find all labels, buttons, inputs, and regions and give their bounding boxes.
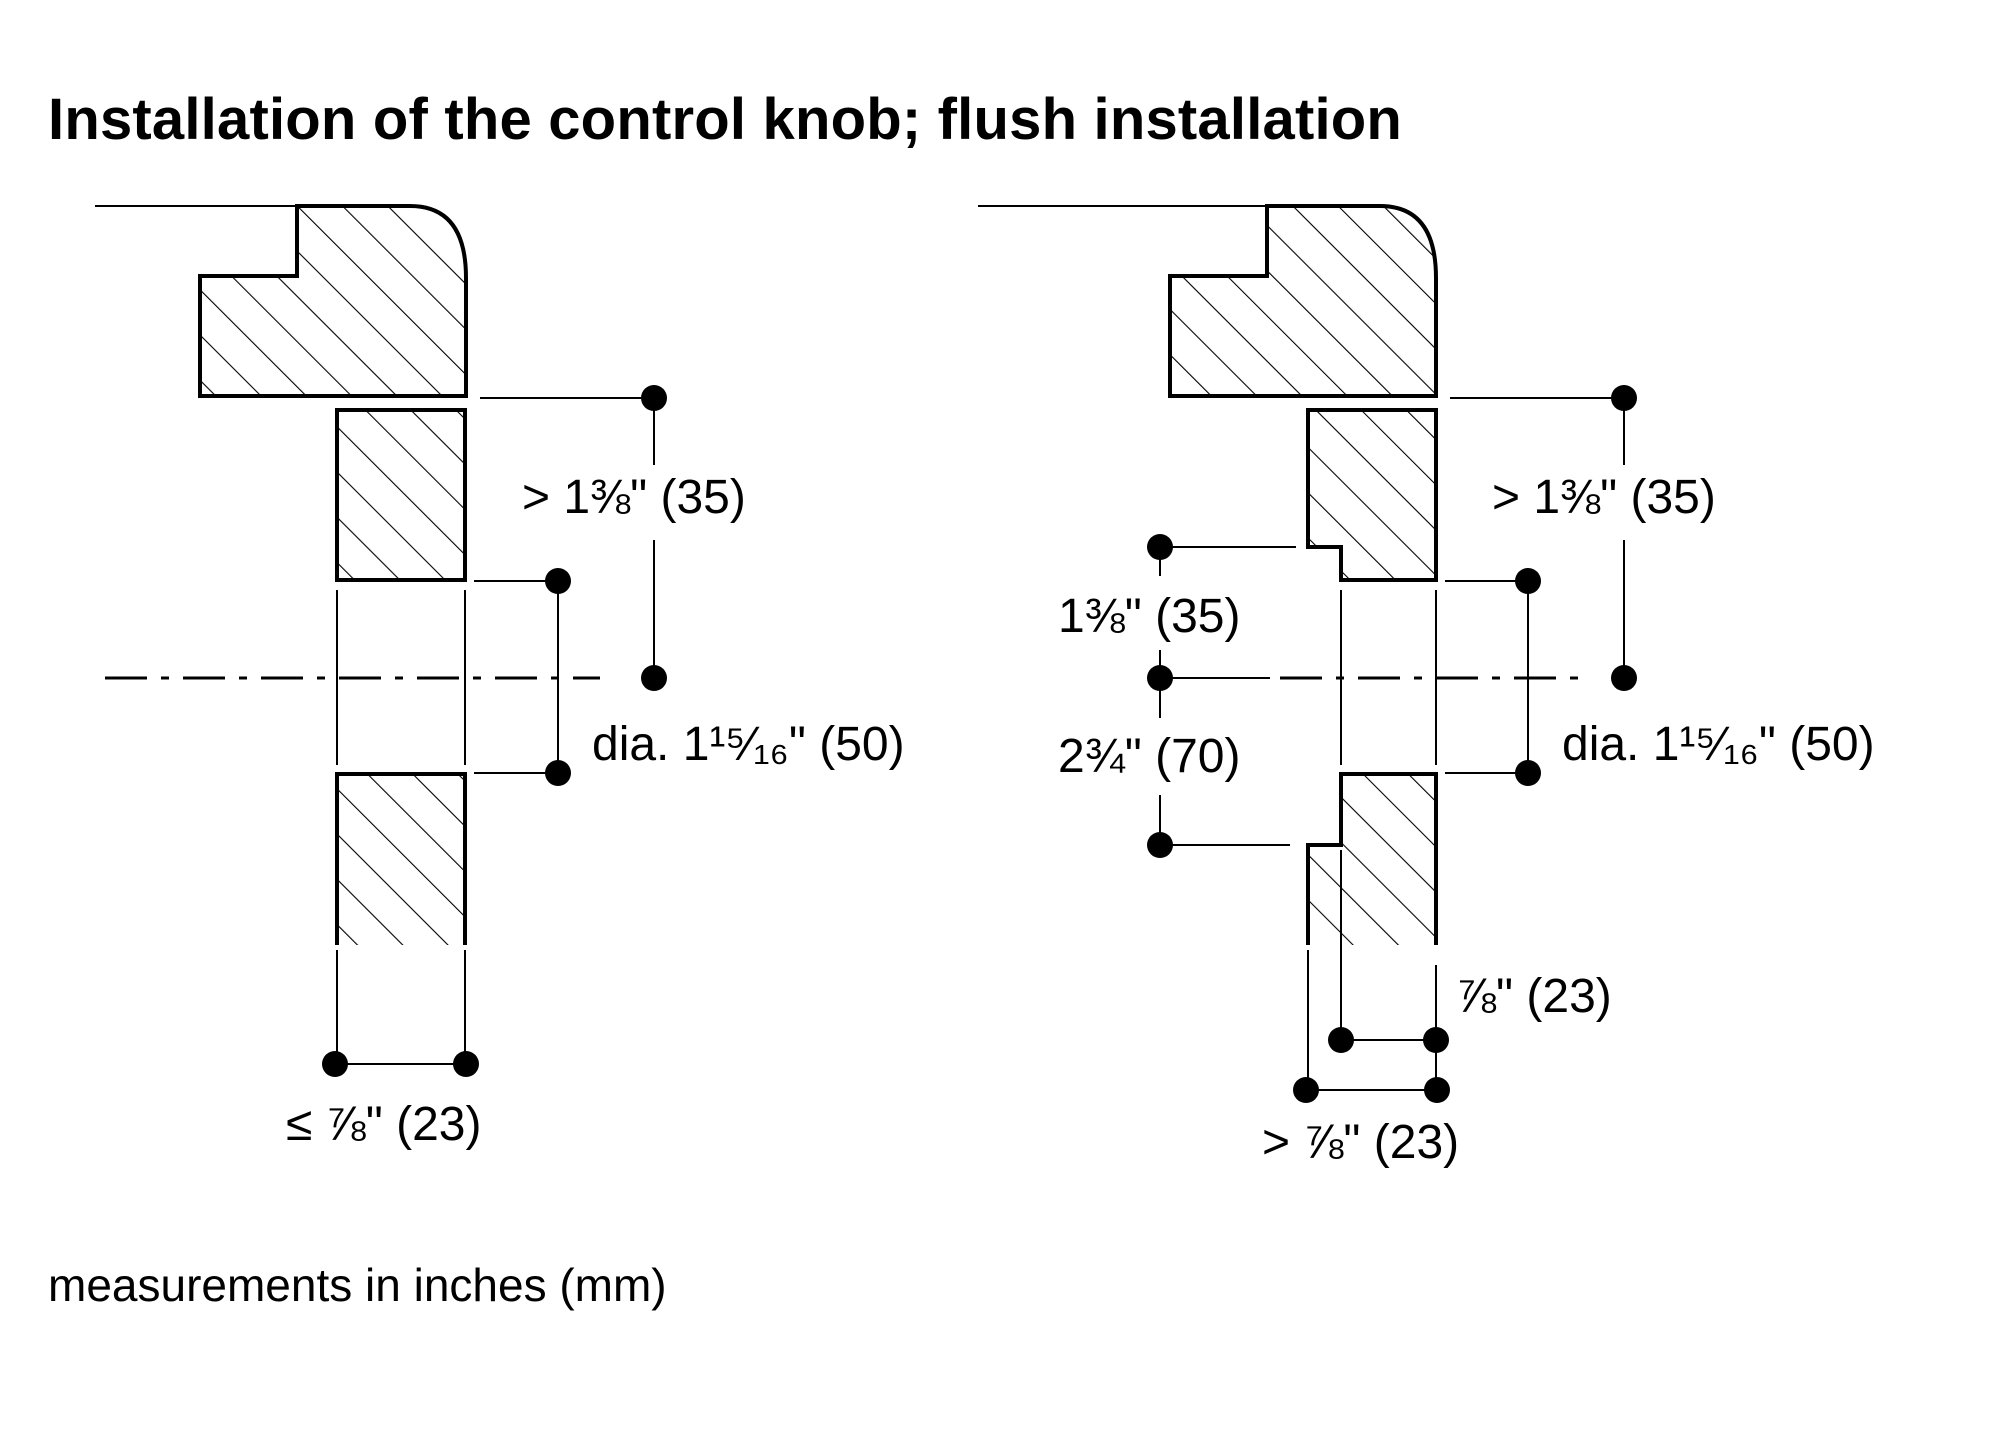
page-title: Installation of the control knob; flush … xyxy=(48,87,1403,152)
left-thickness-dot xyxy=(322,1051,348,1077)
left-hole-dot xyxy=(545,568,571,594)
right-gap-dot xyxy=(1611,385,1637,411)
left-thickness-label: ≤ ⅞" (23) xyxy=(286,1098,481,1151)
right-recess-upper-label: 1⅜" (35) xyxy=(1058,590,1240,643)
left-hole-label: dia. 1¹⁵⁄₁₆" (50) xyxy=(592,718,905,771)
right-panel-lower-section xyxy=(1306,772,1438,945)
left-gap-dot xyxy=(641,385,667,411)
right-panel-upper-section xyxy=(1306,408,1438,582)
right-hole-dot xyxy=(1515,760,1541,786)
right-thickness-label: > ⅞" (23) xyxy=(1262,1116,1459,1169)
right-hole-dot xyxy=(1515,568,1541,594)
right-thickness-dot xyxy=(1293,1077,1319,1103)
right-recess-lower-label: 2¾" (70) xyxy=(1058,730,1240,783)
right-gap-label: > 1⅜" (35) xyxy=(1492,471,1716,524)
right-gap-dot xyxy=(1611,665,1637,691)
left-panel-upper-section xyxy=(335,408,467,582)
right-worktop-section xyxy=(1168,204,1438,398)
left-panel-lower-section xyxy=(335,772,467,945)
measurement-note: measurements in inches (mm) xyxy=(48,1259,667,1311)
right-thickness-dot xyxy=(1424,1077,1450,1103)
right-step-dot xyxy=(1328,1027,1354,1053)
left-hole-dot xyxy=(545,760,571,786)
left-worktop-section xyxy=(198,204,468,398)
left-thickness-dot xyxy=(453,1051,479,1077)
left-view: > 1⅜" (35) dia. 1¹⁵⁄₁₆" (50) ≤ ⅞" (23) xyxy=(95,204,905,1151)
left-gap-dot xyxy=(641,665,667,691)
right-step-label: ⅞" (23) xyxy=(1456,970,1612,1023)
right-recess-dot xyxy=(1147,665,1173,691)
right-recess-dot xyxy=(1147,832,1173,858)
right-view: > 1⅜" (35) 1⅜" (35) 2¾" (70) dia. 1¹⁵⁄₁₆… xyxy=(978,204,1875,1169)
right-recess-dot xyxy=(1147,534,1173,560)
right-hole-label: dia. 1¹⁵⁄₁₆" (50) xyxy=(1562,718,1875,771)
left-gap-label: > 1⅜" (35) xyxy=(522,471,746,524)
right-step-dot xyxy=(1423,1027,1449,1053)
